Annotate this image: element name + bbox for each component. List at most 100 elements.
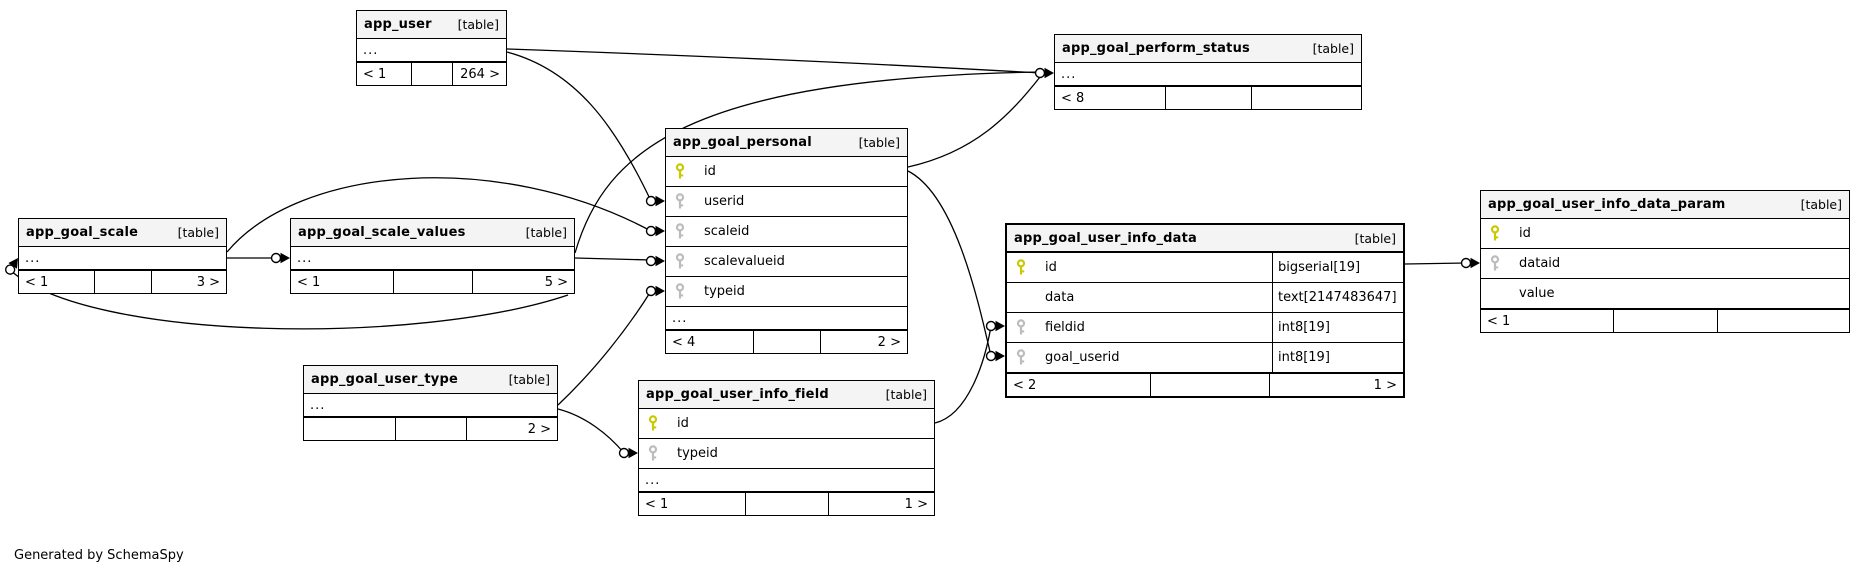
table-name[interactable]: app_user	[364, 17, 432, 32]
key-icon-gray	[675, 253, 685, 269]
key-icon-gray	[675, 283, 685, 299]
column-row-id[interactable]: id	[639, 409, 934, 439]
table-name[interactable]: app_goal_user_info_field	[646, 387, 829, 402]
column-name: userid	[704, 194, 745, 209]
column-row-scalevalueid[interactable]: scalevalueid	[666, 247, 907, 277]
ellipsis-label: ...	[310, 397, 326, 413]
table-header: app_goal_user_info_field [table]	[639, 381, 934, 409]
column-row-goal_userid[interactable]: goal_userid int8[19]	[1007, 343, 1403, 373]
parents-count: < 1	[363, 66, 387, 82]
table-header: app_goal_scale[table]	[19, 219, 226, 247]
column-row-typeid[interactable]: typeid	[639, 439, 934, 469]
stats-footer: < 1 264 >	[357, 62, 506, 85]
table-header: app_goal_user_type [table]	[304, 366, 557, 394]
column-type: text[2147483647]	[1272, 283, 1403, 312]
crowfoot-terminator-app_goal_scale	[4, 258, 18, 275]
column-name: scalevalueid	[704, 254, 785, 269]
stats-middle-cell	[752, 331, 820, 353]
column-row-id[interactable]: id	[1481, 219, 1849, 249]
table-node-app_goal_personal[interactable]: app_goal_personal[table]id userid scaleid s…	[665, 128, 908, 354]
ellipsis-row: ...	[357, 39, 506, 62]
column-name: data	[1045, 290, 1075, 305]
stats-middle-cell	[745, 493, 828, 515]
column-row-dataid[interactable]: dataid	[1481, 249, 1849, 279]
column-row-value[interactable]: value	[1481, 279, 1849, 309]
stats-footer: 2 >	[304, 417, 557, 440]
column-row-typeid[interactable]: typeid	[666, 277, 907, 307]
column-row-userid[interactable]: userid	[666, 187, 907, 217]
ellipsis-row: ...	[304, 394, 557, 417]
key-icon-yellow	[1490, 225, 1500, 241]
parents-count: < 1	[297, 274, 321, 290]
fk-edge-app_goal_user_type-to-app_goal_user_info_field-typeid	[557, 408, 625, 454]
fk-edge-app_goal_user_type-to-app_goal_personal-typeid	[557, 290, 652, 406]
stats-footer: < 1	[1481, 309, 1849, 332]
table-node-app_goal_user_info_field[interactable]: app_goal_user_info_field [table] id typeid.…	[638, 380, 935, 516]
table-name[interactable]: app_goal_scale_values	[298, 225, 466, 240]
children-count	[1716, 310, 1849, 332]
children-count: 2 >	[820, 331, 907, 353]
parents-count: < 1	[645, 496, 669, 512]
table-name[interactable]: app_goal_user_info_data	[1014, 230, 1198, 246]
fk-edge-app_goal_scale_values-to-app_goal_scale	[9, 269, 569, 330]
key-icon-slot	[674, 283, 688, 300]
fk-edge-app_user-to-app_goal_perform_status	[506, 48, 1041, 74]
table-tag: [table]	[1312, 41, 1354, 56]
table-tag: [table]	[885, 387, 927, 402]
column-row-id[interactable]: id	[666, 157, 907, 187]
table-name[interactable]: app_goal_user_info_data_param	[1488, 197, 1726, 212]
column-type: int8[19]	[1272, 343, 1403, 372]
table-name[interactable]: app_goal_user_type	[311, 372, 458, 387]
fk-edge-app_goal_personal-to-app_goal_perform_status	[907, 76, 1041, 168]
table-tag: [table]	[508, 372, 550, 387]
stats-middle-cell	[395, 418, 466, 440]
table-name[interactable]: app_goal_personal	[673, 135, 812, 150]
key-icon-gray	[675, 223, 685, 239]
stats-middle-cell	[392, 271, 472, 293]
column-row-data[interactable]: data text[2147483647]	[1007, 283, 1403, 313]
ellipsis-label: ...	[25, 250, 41, 266]
table-node-app_goal_user_type[interactable]: app_goal_user_type [table]... 2 >	[303, 365, 558, 441]
table-tag: [table]	[1354, 230, 1396, 246]
parents-count: < 1	[1487, 313, 1511, 329]
table-name[interactable]: app_goal_scale	[26, 225, 139, 240]
table-tag: [table]	[457, 17, 499, 32]
crowfoot-terminator-app_goal_user_info_field-typeid	[618, 447, 638, 459]
table-node-app_user[interactable]: app_user [table]... < 1 264 >	[356, 10, 507, 86]
parents-count: < 1	[25, 274, 49, 290]
children-count: 264 >	[452, 63, 506, 85]
fk-edge-app_goal_scale_values-to-app_goal_perform_status	[574, 71, 1041, 254]
ellipsis-label: ...	[645, 472, 661, 488]
table-header: app_goal_personal[table]	[666, 129, 907, 157]
column-name: dataid	[1519, 256, 1561, 271]
column-name: id	[677, 416, 689, 431]
table-node-app_goal_perform_status[interactable]: app_goal_perform_status[table]...< 8	[1054, 34, 1362, 110]
column-name: id	[1045, 260, 1057, 275]
children-count: 2 >	[465, 418, 557, 440]
table-header: app_goal_scale_values[table]	[291, 219, 574, 247]
key-icon-gray	[675, 193, 685, 209]
stats-footer: < 8	[1055, 86, 1361, 109]
column-row-scaleid[interactable]: scaleid	[666, 217, 907, 247]
column-name: scaleid	[704, 224, 750, 239]
crowfoot-terminator-app_goal_personal-scalevalueid	[645, 255, 665, 267]
key-icon-yellow	[648, 415, 658, 431]
ellipsis-label: ...	[297, 250, 313, 266]
table-name[interactable]: app_goal_perform_status	[1062, 41, 1250, 56]
column-name: goal_userid	[1045, 350, 1120, 365]
ellipsis-row: ...	[291, 247, 574, 270]
column-name: id	[704, 164, 716, 179]
ellipsis-label: ...	[363, 42, 379, 58]
column-name: fieldid	[1045, 320, 1085, 335]
